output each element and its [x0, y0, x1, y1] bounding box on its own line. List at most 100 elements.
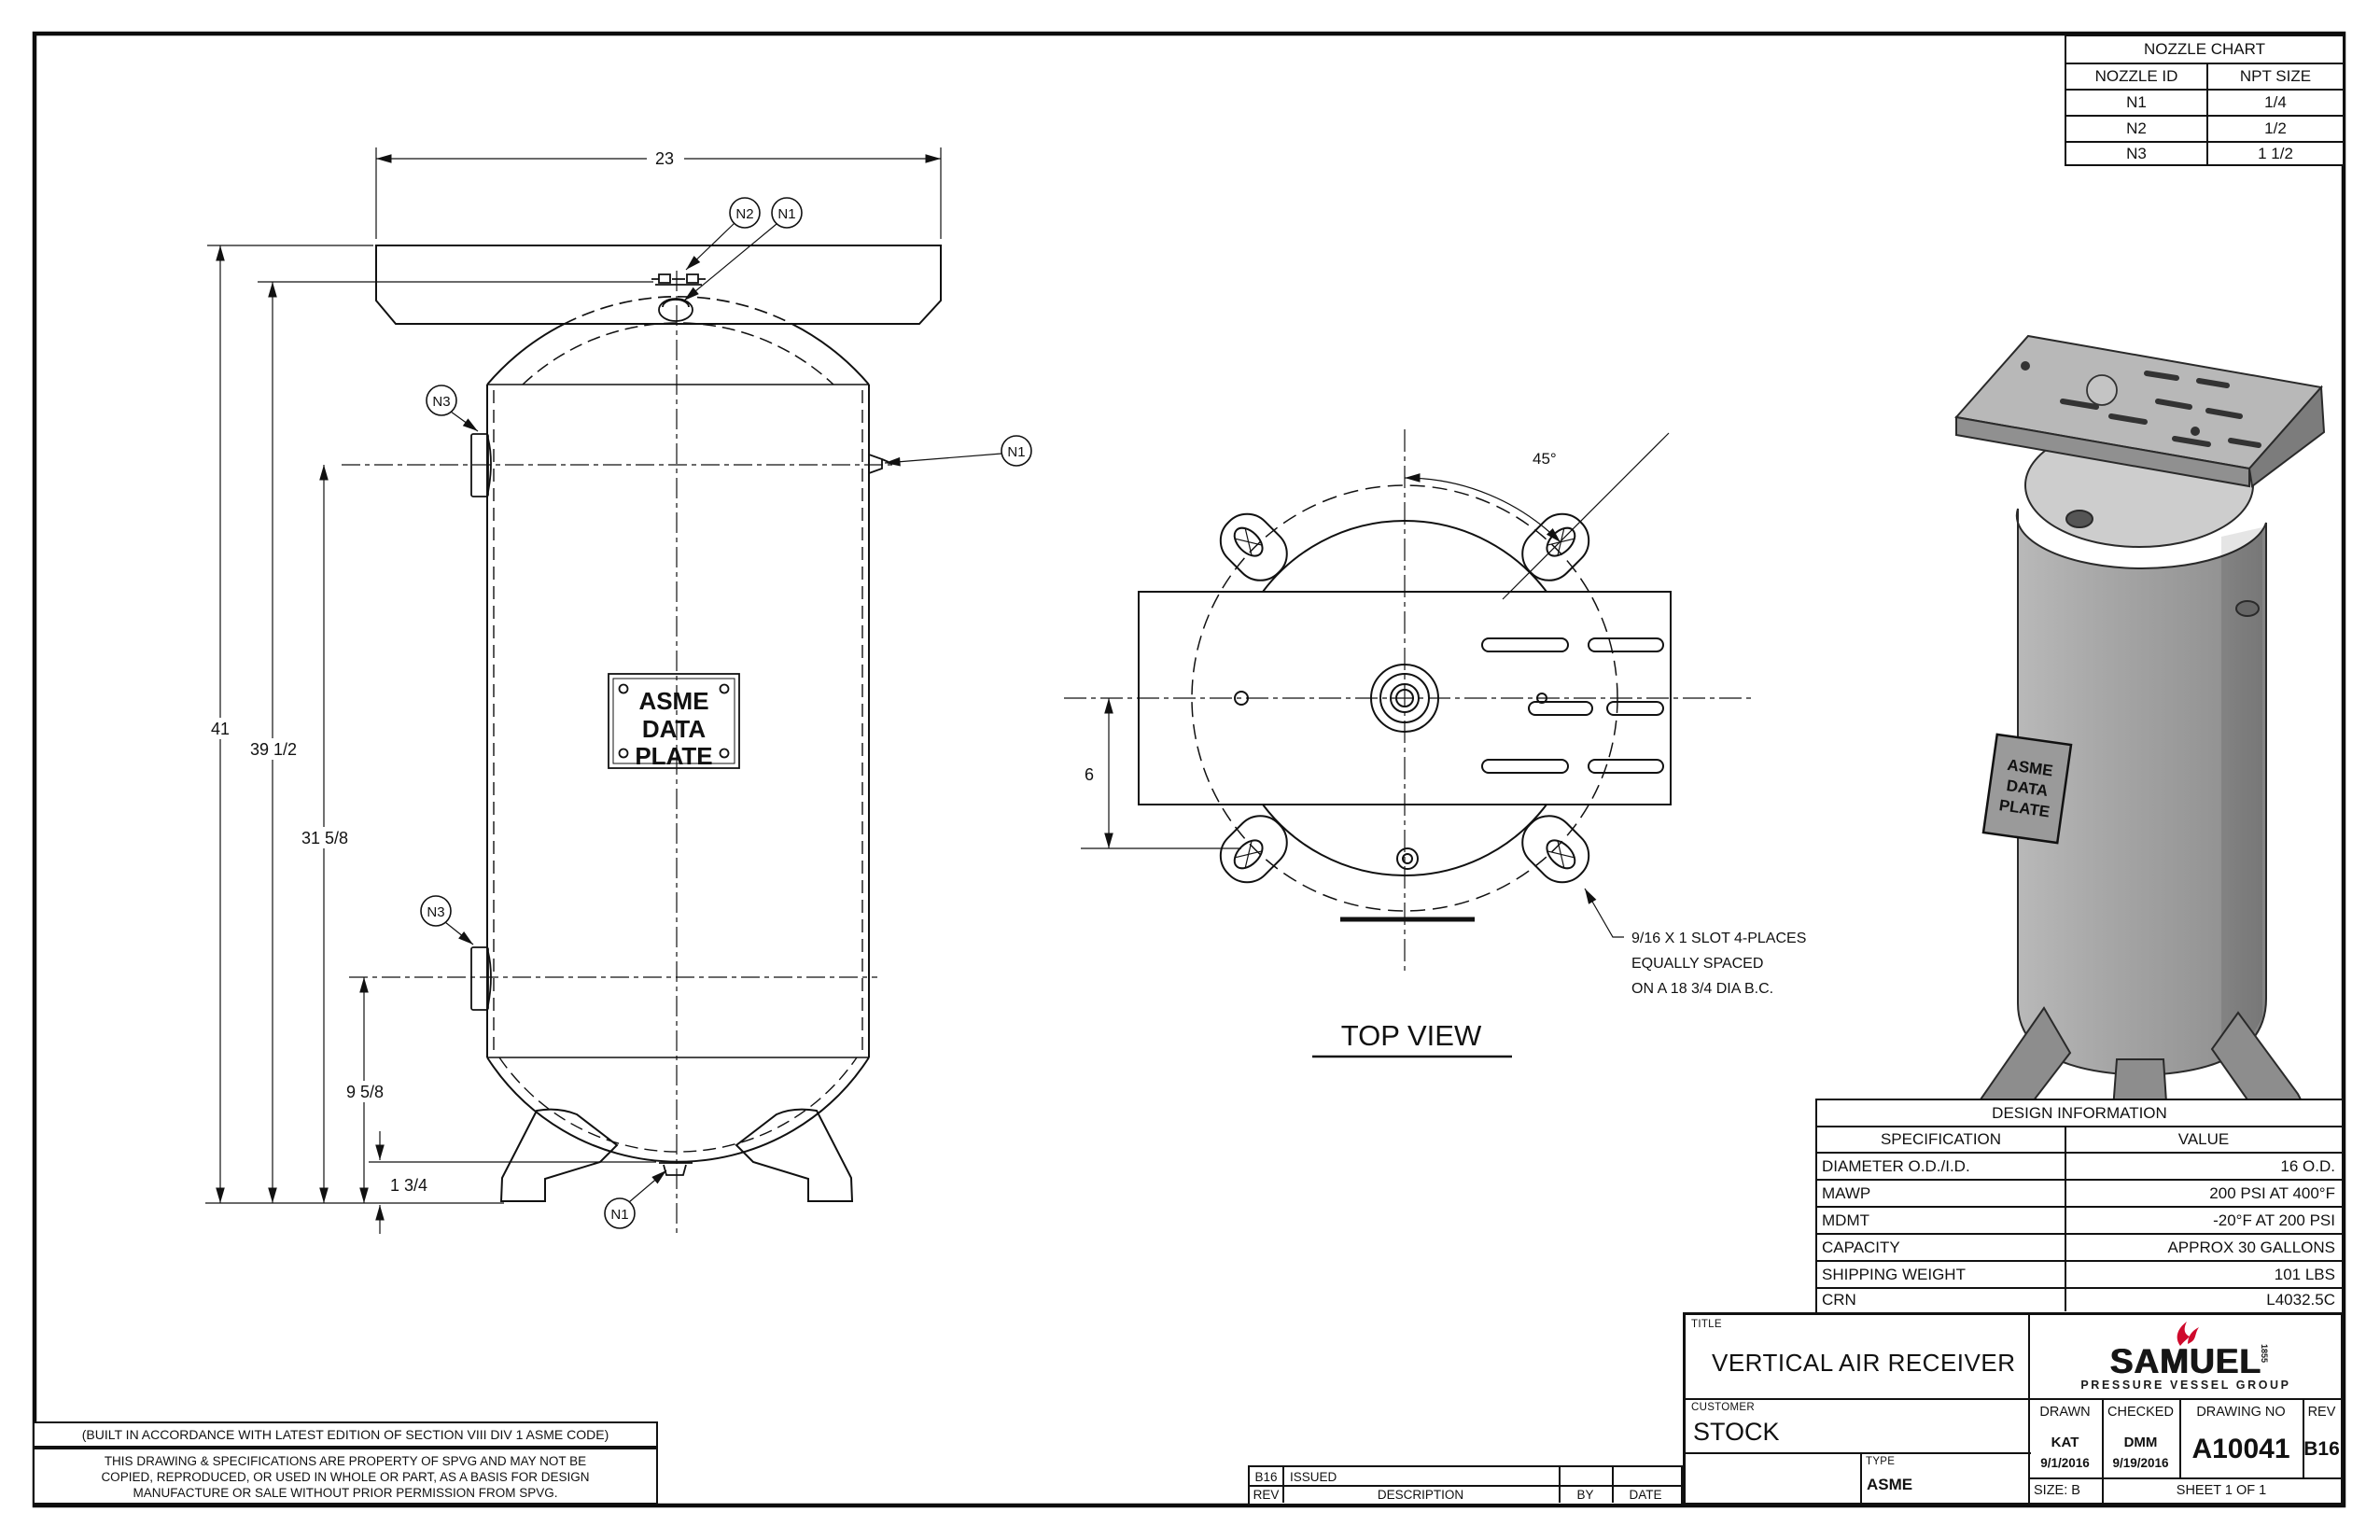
svg-text:N1: N1 — [610, 1207, 628, 1223]
type-value: ASME — [1867, 1476, 1913, 1493]
data-plate-line2: DATA — [642, 715, 707, 743]
svg-text:N3: N3 — [427, 904, 444, 920]
dim-h5-label: 1 3/4 — [390, 1176, 427, 1195]
rev-header-rev: REV — [1253, 1488, 1280, 1502]
nozzle-id: N1 — [2126, 93, 2147, 111]
front-view-nozzle-bubbles: N2 N1 N3 N1 N3 N1 — [420, 197, 1032, 1229]
n1-top-fitting — [658, 298, 693, 322]
drawn-by: KAT — [2051, 1434, 2079, 1450]
data-plate-line1: ASME — [638, 687, 708, 715]
sheet-value: SHEET 1 OF 1 — [2176, 1483, 2267, 1498]
dim-overall-label: 41 — [211, 720, 230, 738]
rev-row-rev: B16 — [1254, 1469, 1278, 1484]
nozzle-chart-col-id: NOZZLE ID — [2094, 67, 2178, 85]
drawing-no-value: A10041 — [2191, 1434, 2290, 1464]
iso-fitting-top — [2065, 510, 2093, 528]
svg-text:N3: N3 — [432, 394, 450, 410]
rev-header-by: BY — [1576, 1488, 1594, 1502]
top-view-caption: TOP VIEW — [1341, 1019, 1482, 1052]
rev-value: B16 — [2303, 1438, 2340, 1460]
logo-year: 1855 — [2260, 1344, 2270, 1364]
slot-note-line2: EQUALLY SPACED — [1631, 956, 1763, 972]
rev-header-description: DESCRIPTION — [1377, 1488, 1464, 1502]
top-view — [1064, 429, 1755, 971]
drawn-date: 9/1/2016 — [2040, 1455, 2090, 1470]
nozzle-size: 1/2 — [2264, 119, 2287, 137]
type-label: TYPE — [1866, 1456, 1896, 1467]
lug-nw — [1219, 512, 1288, 581]
asme-data-plate — [608, 673, 740, 769]
checked-by: DMM — [2123, 1434, 2158, 1450]
design-spec: MAWP — [1822, 1183, 1871, 1202]
logo-tagline: PRESSURE VESSEL GROUP — [2080, 1378, 2291, 1392]
design-spec: MDMT — [1822, 1211, 1869, 1229]
logo-brand: SAMUEL — [2109, 1342, 2262, 1381]
design-value: 16 O.D. — [2280, 1156, 2335, 1175]
design-value: APPROX 30 GALLONS — [2167, 1238, 2335, 1256]
rev-label: REV — [2307, 1405, 2336, 1420]
asme-code-note: (BUILT IN ACCORDANCE WITH LATEST EDITION… — [33, 1421, 658, 1448]
n3-lower-fitting — [470, 946, 492, 1011]
iso-data-plate: ASME DATA PLATE — [1981, 733, 2073, 845]
rev-row-description: ISSUED — [1290, 1469, 1337, 1484]
data-plate-line3: PLATE — [635, 742, 712, 770]
drawing-title: VERTICAL AIR RECEIVER — [1712, 1349, 2016, 1377]
nozzle-chart-title: NOZZLE CHART — [2143, 40, 2266, 58]
nozzle-chart: NOZZLE CHART NOZZLE ID NPT SIZE N1 1/4 N… — [2065, 35, 2345, 166]
customer-label: CUSTOMER — [1691, 1402, 1755, 1413]
drawing-no-label: DRAWING NO — [2196, 1405, 2286, 1420]
dim-h3-label: 31 5/8 — [301, 829, 348, 847]
n1-right-fitting — [868, 454, 889, 474]
title-label: TITLE — [1691, 1319, 1722, 1330]
drawn-label: DRAWN — [2039, 1405, 2091, 1420]
dim-six-label: 6 — [1085, 765, 1094, 784]
nozzle-id: N3 — [2126, 145, 2147, 162]
svg-text:N2: N2 — [735, 206, 753, 222]
nozzle-size: 1 1/2 — [2258, 145, 2293, 162]
iso-fitting-side — [2235, 600, 2260, 617]
nozzle-id: N2 — [2126, 119, 2147, 137]
slot-note-line3: ON A 18 3/4 DIA B.C. — [1631, 981, 1773, 997]
lug-sw — [1219, 815, 1288, 884]
design-value: L4032.5C — [2266, 1291, 2335, 1309]
flame-icon — [2177, 1322, 2199, 1347]
iso-view: ASME DATA PLATE — [1952, 334, 2329, 1200]
samuel-logo: SAMUEL 1855 PRESSURE VESSEL GROUP — [2028, 1312, 2344, 1398]
lug-se — [1521, 815, 1590, 884]
front-view-dimensions: 23 41 39 1/2 31 5/8 9 5/8 1 3/4 — [204, 147, 942, 1234]
property-note: THIS DRAWING & SPECIFICATIONS ARE PROPER… — [33, 1448, 658, 1505]
revision-table: B16 ISSUED REV DESCRIPTION BY DATE — [1248, 1465, 1683, 1505]
dim-h4-label: 9 5/8 — [346, 1083, 384, 1101]
design-col-spec: SPECIFICATION — [1880, 1130, 2002, 1148]
design-spec: CRN — [1822, 1291, 1856, 1309]
front-view: ASME DATA PLATE — [375, 245, 942, 1234]
design-spec: DIAMETER O.D./I.D. — [1822, 1156, 1970, 1175]
page-border — [32, 31, 2346, 1508]
rev-header-date: DATE — [1629, 1488, 1662, 1502]
nozzle-chart-col-size: NPT SIZE — [2239, 67, 2312, 85]
dim-h2-label: 39 1/2 — [250, 740, 297, 759]
title-block: TITLE VERTICAL AIR RECEIVER CUSTOMER STO… — [1683, 1312, 2344, 1505]
checked-date: 9/19/2016 — [2112, 1455, 2169, 1470]
nozzle-size: 1/4 — [2264, 93, 2287, 111]
size-value: SIZE: B — [2034, 1483, 2080, 1498]
front-leg-left — [499, 1108, 619, 1202]
n2-fitting — [651, 273, 706, 286]
rev-row-date — [1612, 1468, 1679, 1485]
customer-value: STOCK — [1693, 1418, 1780, 1446]
checked-label: CHECKED — [2107, 1405, 2174, 1420]
design-info-table: DESIGN INFORMATION SPECIFICATION VALUE D… — [1815, 1099, 2344, 1314]
angle-label: 45° — [1533, 450, 1557, 468]
n1-bottom-fitting — [659, 1162, 693, 1176]
slot-note-line1: 9/16 X 1 SLOT 4-PLACES — [1631, 931, 1806, 946]
design-value: 101 LBS — [2274, 1265, 2335, 1283]
design-info-title: DESIGN INFORMATION — [1992, 1103, 2167, 1122]
svg-text:N1: N1 — [1007, 444, 1025, 460]
top-view-dimensions: 45° 6 9/16 X 1 SLOT 4-PLACES EQUALLY SPA… — [1081, 432, 1806, 1058]
dim-width-label: 23 — [655, 149, 674, 168]
design-spec: SHIPPING WEIGHT — [1822, 1265, 1966, 1283]
design-spec: CAPACITY — [1822, 1238, 1900, 1256]
svg-text:N1: N1 — [777, 206, 795, 222]
